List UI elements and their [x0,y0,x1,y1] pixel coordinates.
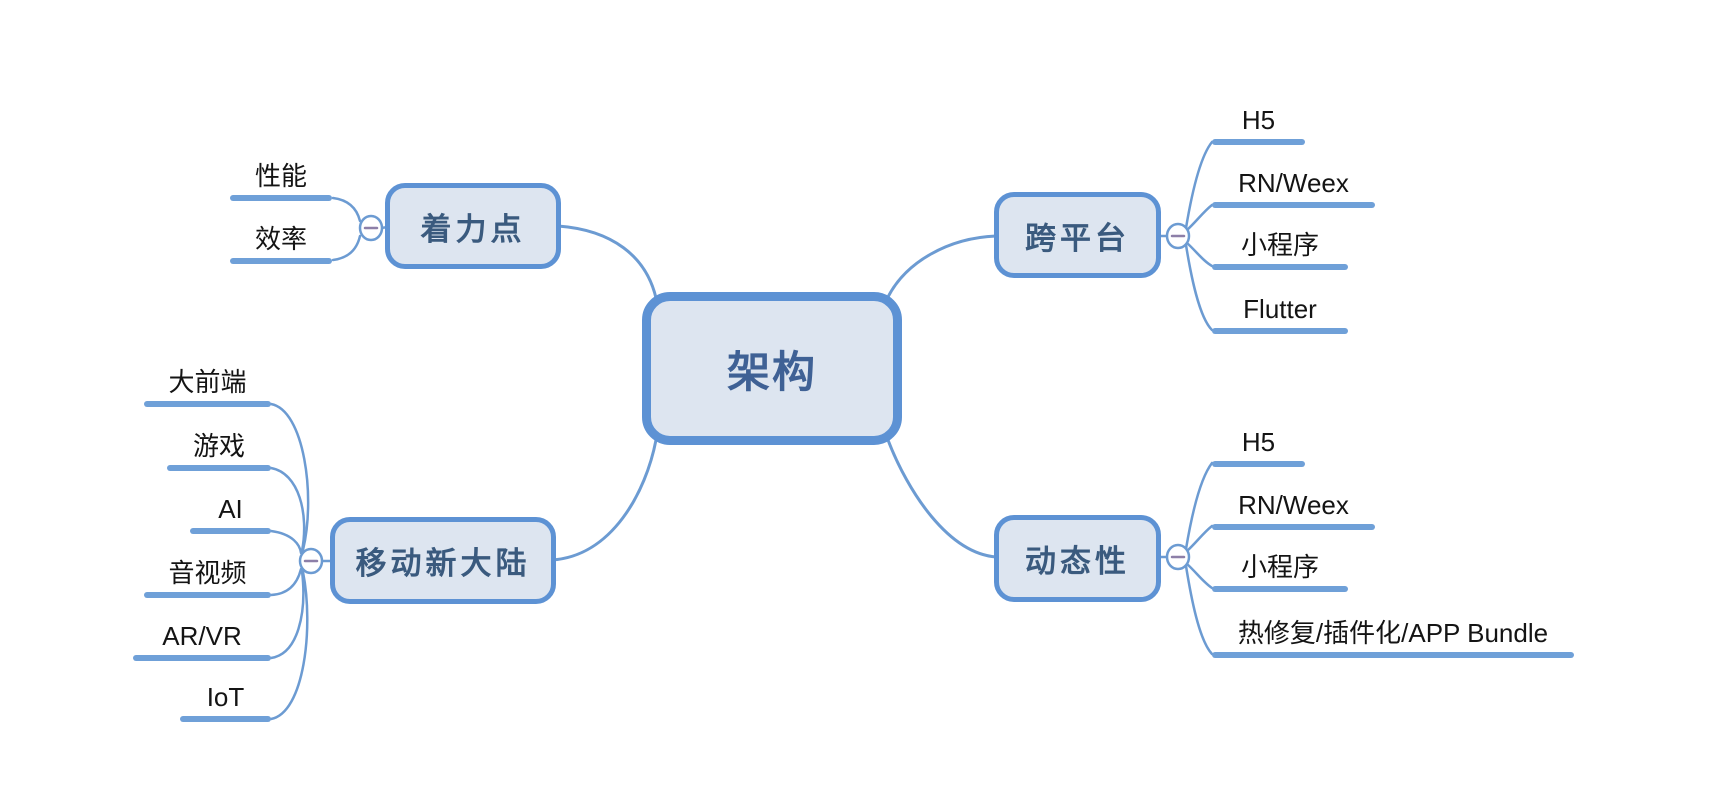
child-topic[interactable]: 音视频 [144,557,271,598]
topic-underline [144,401,271,407]
connector-hook [269,466,306,553]
topic-underline [230,258,332,264]
connector-hook [1184,140,1214,230]
topic-underline [230,195,332,201]
connector-hook [269,567,303,597]
topic-underline [1212,524,1375,530]
branch-topic-label: 动态性 [1025,544,1130,579]
topic-underline [1212,202,1375,208]
branch-topic-focus-points[interactable]: 着力点 [385,183,561,269]
topic-underline [133,655,271,661]
collapse-toggle-icon[interactable] [298,547,324,575]
child-topic[interactable]: 游戏 [167,430,271,471]
connector-hook [269,529,303,555]
child-topic[interactable]: Flutter [1212,293,1348,334]
child-topic[interactable]: RN/Weex [1212,167,1375,208]
topic-underline [1212,652,1574,658]
child-topic[interactable]: AI [190,493,271,534]
topic-underline [1212,139,1305,145]
connector-curve-bottom-left [550,438,658,562]
connector-hook [269,402,310,552]
central-topic-label: 架构 [727,348,817,397]
collapse-toggle-icon[interactable] [1165,543,1191,571]
connector-hook [269,569,305,660]
connector-hook [1185,562,1214,590]
child-topic[interactable]: AR/VR [133,620,271,661]
child-topic[interactable]: 效率 [230,223,332,264]
child-topic[interactable]: 小程序 [1212,229,1348,270]
connector-hook [1184,564,1214,656]
connector-hook [1185,241,1214,268]
child-topic[interactable]: 大前端 [144,366,271,407]
connector-curve-top-left [556,224,658,300]
collapse-toggle-icon[interactable] [1165,222,1191,250]
branch-topic-label: 移动新大陆 [355,546,531,581]
child-topic[interactable]: 性能 [230,160,332,201]
central-topic[interactable]: 架构 [642,292,902,445]
branch-topic-cross-platform[interactable]: 跨平台 [994,192,1161,278]
connector-hook [1185,203,1214,232]
topic-underline [1212,264,1348,270]
branch-topic-mobile-new-continent[interactable]: 移动新大陆 [330,517,556,604]
connector-curve-bottom-right [886,438,998,559]
child-topic[interactable]: 热修复/插件化/APP Bundle [1212,617,1574,658]
connector-curve-top-right [886,234,998,299]
topic-underline [1212,586,1348,592]
child-topic[interactable]: 小程序 [1212,551,1348,592]
topic-underline [1212,328,1348,334]
topic-underline [144,592,271,598]
child-topic[interactable]: IoT [180,681,271,722]
collapse-toggle-icon[interactable] [358,214,384,242]
connector-hook [269,570,309,721]
child-topic[interactable]: H5 [1212,426,1305,467]
connector-hook [331,196,362,223]
connector-hook [1184,461,1214,551]
connector-hook [1185,524,1214,553]
connector-hook [1184,243,1214,332]
branch-topic-label: 跨平台 [1025,220,1130,256]
topic-underline [180,716,271,722]
branch-topic-dynamics[interactable]: 动态性 [994,515,1161,602]
topic-underline [167,465,271,471]
child-topic[interactable]: RN/Weex [1212,489,1375,530]
branch-topic-label: 着力点 [420,211,526,247]
topic-underline [190,528,271,534]
child-topic[interactable]: H5 [1212,104,1305,145]
topic-underline [1212,461,1305,467]
connector-hook [331,234,362,262]
